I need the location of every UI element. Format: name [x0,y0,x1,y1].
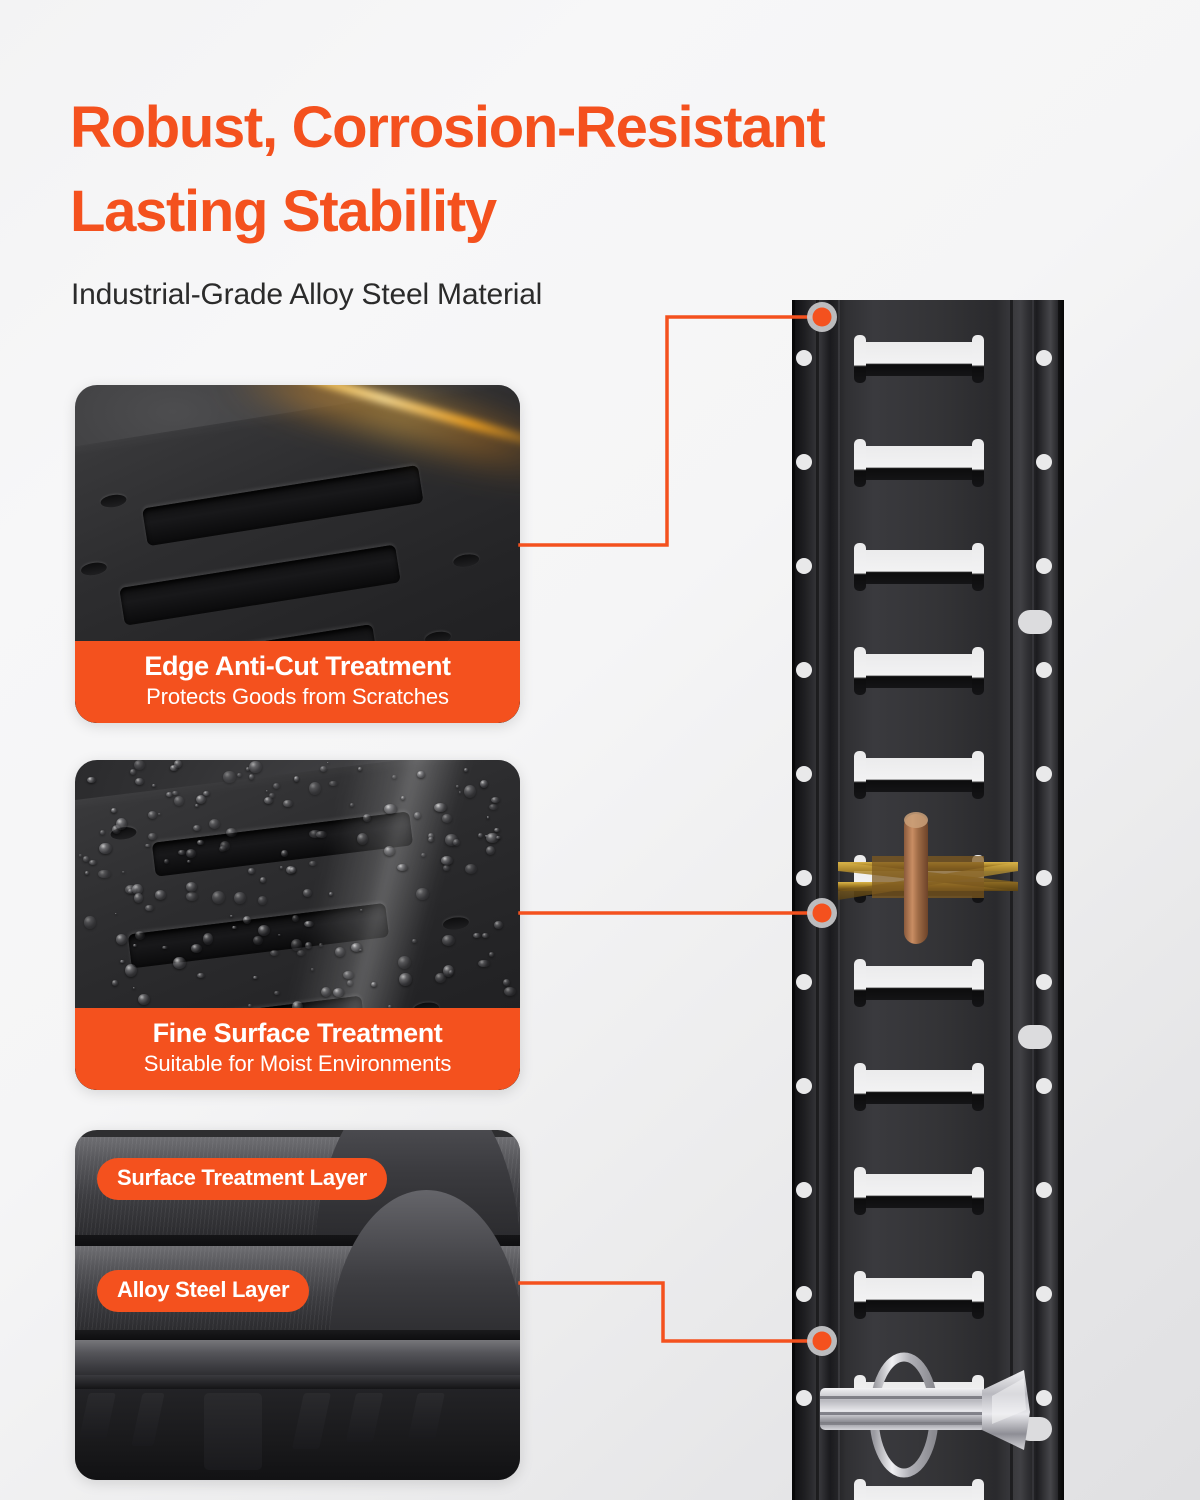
feature-subtitle-edge-anti-cut: Protects Goods from Scratches [146,684,449,709]
feature-image-material-layers: Surface Treatment Layer Alloy Steel Laye… [75,1130,520,1480]
feature-title-edge-anti-cut: Edge Anti-Cut Treatment [144,651,451,681]
feature-caption-edge-anti-cut: Edge Anti-Cut Treatment Protects Goods f… [75,641,520,723]
feature-caption-fine-surface: Fine Surface Treatment Suitable for Mois… [75,1008,520,1090]
connector-line-layers [518,1281,814,1343]
feature-card-edge-anti-cut: Edge Anti-Cut Treatment Protects Goods f… [75,385,520,723]
product-photo-steel-upright [786,300,1070,1500]
feature-card-fine-surface: Fine Surface Treatment Suitable for Mois… [75,760,520,1090]
brass-rivet-clip-hardware [838,812,1018,944]
chrome-rivet-ring-hardware [820,1352,1030,1478]
pill-surface-treatment-layer: Surface Treatment Layer [97,1158,387,1200]
feature-subtitle-fine-surface: Suitable for Moist Environments [143,1051,452,1076]
feature-title-fine-surface: Fine Surface Treatment [152,1018,443,1048]
pill-alloy-steel-layer: Alloy Steel Layer [97,1270,310,1312]
feature-card-material-layers: Surface Treatment Layer Alloy Steel Laye… [75,1130,520,1480]
connector-line-edge [518,315,814,547]
page-headline: Robust, Corrosion-Resistant Lasting Stab… [70,95,826,244]
page-subheadline: Industrial-Grade Alloy Steel Material [71,278,543,311]
